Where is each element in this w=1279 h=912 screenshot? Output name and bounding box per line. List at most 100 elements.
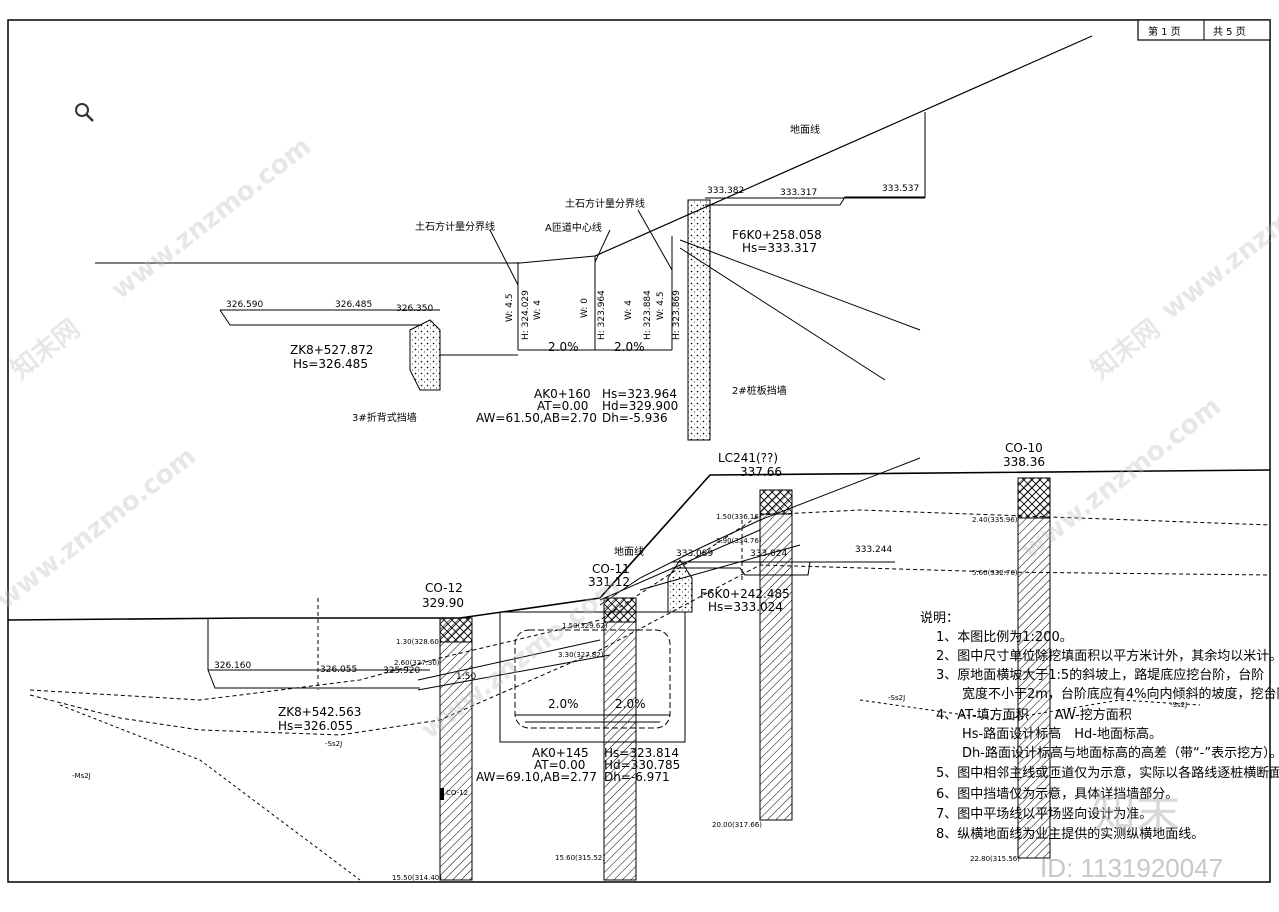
co12-elev: 329.90 (422, 596, 464, 610)
lower-right-hs: Hs=333.024 (708, 600, 783, 614)
co10-label: CO-10 (1005, 441, 1043, 455)
co12-label: CO-12 (425, 581, 463, 595)
upper-info-station: AK0+160 (534, 387, 591, 401)
lower-left-pt-2: 326.055 (320, 665, 357, 675)
note-item: 6、图中挡墙仅为示意，具体详挡墙部分。 (936, 786, 1178, 802)
upper-info-hs: Hs=323.964 (602, 387, 677, 401)
layer-mark: 1.50(329.62) (562, 622, 608, 630)
layer-mark: 2.60(327.30) (394, 659, 440, 667)
upper-right-hs: Hs=333.317 (742, 241, 817, 255)
lower-right-pt-3: 333.244 (855, 545, 892, 555)
height-w1: W: 4.5 (505, 293, 515, 322)
pile-board-wall (687, 199, 711, 441)
upper-info-dh: Dh=-5.936 (602, 411, 668, 425)
slope-ratio: 1:50 (456, 672, 476, 682)
upper-divider-left: 土石方计量分界线 (415, 220, 495, 233)
watermark-brand-large: 知末 (1092, 788, 1180, 839)
strata-labels: -Ss2J -Ss2J -Ss2J -Ms2J (72, 694, 1187, 780)
layer-mark: 5.60(332.76) (972, 569, 1018, 577)
watermark-site: www.znzmo.com (0, 442, 202, 616)
lower-info-station: AK0+145 (532, 746, 589, 760)
notes-title: 说明： (920, 611, 959, 626)
upper-left-wall-label: 3#折背式挡墙 (352, 411, 417, 424)
lower-right-pt-2: 333.024 (750, 549, 787, 559)
note-item: 7、图中平场线以平场竖向设计为准。 (936, 806, 1152, 822)
upper-left-station: ZK8+527.872 (290, 343, 373, 357)
note-item: 8、纵横地面线为业主提供的实测纵横地面线。 (936, 826, 1204, 842)
lower-info-dh: Dh=-6.971 (604, 770, 670, 784)
upper-left-pt-3: 326.350 (396, 304, 433, 314)
lower-ground-label: 地面线 (614, 545, 644, 558)
notes-block: 说明： 1、本图比例为1:200。 2、图中尺寸单位除挖填面积以平方米计外，其余… (920, 611, 1279, 842)
layer-mark: 2.90(334.76) (716, 537, 762, 545)
co11-elev: 331.12 (588, 575, 630, 589)
note-item: 2、图中尺寸单位除挖填面积以平方米计外，其余均以米计。 (936, 648, 1279, 664)
upper-centerline: A匝道中心线 (545, 221, 602, 234)
layer-mark: 3.30(327.82) (558, 651, 604, 659)
upper-right-pt-3: 333.537 (882, 184, 919, 194)
upper-right-wall-label: 2#桩板挡墙 (732, 384, 787, 397)
pager-box: 第 1 页 共 5 页 (1137, 19, 1271, 41)
stratum-label: -Ms2J (72, 772, 91, 780)
upper-center-heights: W: 4.5 H: 324.029 W: 4 W: 0 H: 323.964 W… (505, 290, 682, 340)
watermark-site: www.znzmo.com (106, 132, 317, 306)
height-h1: H: 324.029 (521, 290, 531, 340)
upper-right-pt-1: 333.382 (707, 186, 744, 196)
lower-right-station: F6K0+242.485 (700, 587, 790, 601)
lower-left-hs: Hs=326.055 (278, 719, 353, 733)
stratum-label: -Ss2J (325, 740, 342, 748)
lower-section (7, 457, 1271, 881)
layer-mark: 1.50(336.16) (716, 513, 762, 521)
pile-depth: 22.80(315.56) (970, 855, 1020, 863)
lower-info-hd: Hd=330.785 (604, 758, 680, 772)
left-retaining-wall (409, 319, 441, 391)
watermark-site: www.znzmo.com (1156, 152, 1279, 326)
watermark-id: ID: 1131920047 (1040, 853, 1223, 883)
co12-marker (440, 788, 444, 800)
total-label: 共 5 页 (1213, 26, 1246, 38)
watermark-brand: 知末网 (6, 314, 86, 386)
note-item: 4、AT-填方面积 AW-挖方面积 (936, 707, 1132, 723)
note-item: 3、原地面横坡大于1:5的斜坡上，路堤底应挖台阶，台阶 (936, 667, 1264, 683)
height-h3: H: 323.884 (643, 290, 653, 340)
upper-info-hd: Hd=329.900 (602, 399, 678, 413)
upper-left-pt-1: 326.590 (226, 300, 263, 310)
piles (439, 477, 1051, 881)
upper-left-pt-2: 326.485 (335, 300, 372, 310)
height-w3: W: 0 (580, 298, 590, 318)
magnifier-icon[interactable] (72, 100, 98, 124)
lower-info-at: AT=0.00 (534, 758, 585, 772)
watermark-brand: 知末网 (1086, 314, 1166, 386)
upper-ground-label: 地面线 (790, 123, 820, 136)
lower-right-pt-1: 333.089 (676, 549, 713, 559)
lower-info-aw: AW=69.10,AB=2.77 (476, 770, 597, 784)
pile-depth: 15.50(314.40) (392, 874, 442, 882)
co12-tag: CO-12 (446, 789, 468, 797)
height-w4: W: 4 (624, 300, 634, 320)
upper-info-at: AT=0.00 (537, 399, 588, 413)
upper-info-aw: AW=61.50,AB=2.70 (476, 411, 597, 425)
upper-left-hs: Hs=326.485 (293, 357, 368, 371)
page-label: 第 1 页 (1148, 25, 1181, 38)
co10-elev: 338.36 (1003, 455, 1045, 469)
note-item: Dh-路面设计标高与地面标高的高差（带“-”表示挖方）。 (936, 745, 1279, 761)
height-h2: H: 323.964 (597, 290, 607, 340)
sheet-border (7, 19, 1271, 883)
lower-info-hs: Hs=323.814 (604, 746, 679, 760)
note-item: 1、本图比例为1:200。 (936, 630, 1073, 645)
lc-elev: 337.66 (740, 465, 782, 479)
upper-section (95, 35, 1093, 381)
upper-slope-left: 2.0% (548, 340, 579, 354)
upper-right-station: F6K0+258.058 (732, 228, 822, 242)
lower-left-station: ZK8+542.563 (278, 705, 361, 719)
lower-left-pt-1: 326.160 (214, 661, 251, 671)
height-w2: W: 4 (533, 300, 543, 320)
co11-label: CO-11 (592, 562, 630, 576)
lower-left-pt-3: 325.920 (383, 666, 420, 676)
height-h4: H: 323.869 (672, 290, 682, 340)
note-item: Hs-路面设计标高 Hd-地面标高。 (936, 726, 1162, 742)
upper-slope-right: 2.0% (614, 340, 645, 354)
pile-depth: 15.60(315.52) (555, 854, 605, 862)
